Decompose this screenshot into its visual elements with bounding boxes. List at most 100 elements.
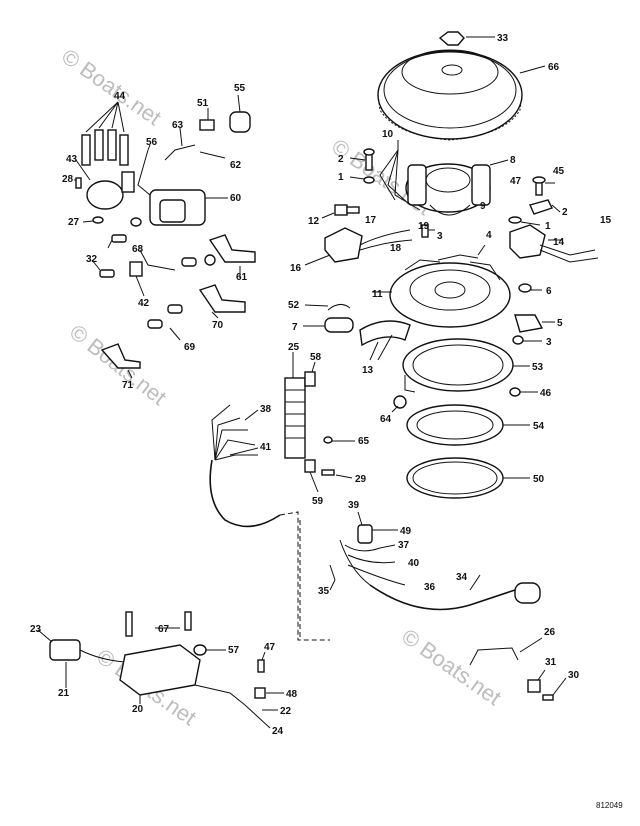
lower-harness — [329, 511, 541, 611]
grommet — [193, 644, 226, 656]
washer — [349, 176, 375, 184]
callout-label: 22 — [280, 706, 292, 717]
stator-assembly — [405, 159, 509, 216]
screw — [512, 335, 542, 345]
callout-label: 26 — [544, 627, 556, 638]
callout-label: 66 — [548, 62, 560, 73]
callout-label: 23 — [30, 624, 42, 635]
power-coil — [509, 224, 599, 263]
screw — [321, 469, 353, 479]
callout-label: 68 — [132, 244, 144, 255]
clamp — [129, 261, 145, 297]
screw — [509, 387, 538, 397]
callout-label: 3 — [546, 337, 552, 348]
callout-label: 25 — [288, 342, 300, 353]
callout-label: 29 — [355, 474, 367, 485]
screw — [542, 677, 567, 701]
retainer — [406, 404, 530, 446]
callout-label: 59 — [312, 496, 324, 507]
clamp — [304, 459, 319, 493]
screw — [518, 283, 542, 293]
callout-label: 32 — [86, 254, 98, 265]
bracket — [137, 144, 151, 196]
callout-label: 42 — [138, 298, 150, 309]
screw — [391, 395, 407, 413]
callout-label: 38 — [260, 404, 272, 415]
callout-label: 69 — [184, 342, 196, 353]
ground-strap — [130, 217, 176, 271]
callout-label: 1 — [545, 221, 551, 232]
callout-label: 60 — [230, 193, 242, 204]
callout-label: 20 — [132, 704, 144, 715]
sleeve — [359, 320, 411, 361]
callout-label: 34 — [456, 572, 468, 583]
callout-label: 3 — [437, 231, 443, 242]
callout-label: 27 — [68, 217, 80, 228]
screw — [74, 177, 82, 189]
ring — [406, 457, 530, 499]
spark-plug-lead — [147, 304, 183, 341]
callout-label: 50 — [533, 474, 545, 485]
callout-label: 40 — [408, 558, 420, 569]
callout-label: 16 — [290, 263, 302, 274]
callout-label: 51 — [197, 98, 209, 109]
ignition-coil — [149, 189, 228, 226]
coil-lead — [164, 127, 226, 161]
boot — [303, 317, 354, 333]
callout-label: 1 — [338, 172, 344, 183]
harness-clip — [469, 637, 543, 666]
callout-label: 4 — [486, 230, 492, 241]
callout-label: 48 — [286, 689, 298, 700]
callout-label: 63 — [172, 120, 184, 131]
screw — [349, 148, 375, 171]
callout-labels: 33 66 10 8 2 1 47 45 2 1 12 17 18 19 9 3… — [30, 33, 612, 737]
diagram-code: 812049 — [596, 801, 623, 810]
callout-label: 24 — [272, 726, 284, 737]
callout-label: 37 — [398, 540, 410, 551]
callout-label: 44 — [114, 91, 126, 102]
callout-label: 5 — [557, 318, 563, 329]
callout-label: 47 — [510, 176, 522, 187]
callout-label: 65 — [358, 436, 370, 447]
stator-leads — [379, 140, 421, 211]
spark-plug-boot — [100, 343, 141, 379]
callout-label: 56 — [146, 137, 158, 148]
callout-label: 57 — [228, 645, 240, 656]
callout-label: 14 — [553, 237, 565, 248]
connector — [181, 254, 216, 267]
callout-label: 15 — [600, 215, 612, 226]
callout-label: 17 — [365, 215, 377, 226]
callout-label: 10 — [382, 129, 394, 140]
callout-label: 21 — [58, 688, 70, 699]
callout-label: 30 — [568, 670, 580, 681]
callout-label: 41 — [260, 442, 272, 453]
callout-label: 62 — [230, 160, 242, 171]
callout-label: 43 — [66, 154, 78, 165]
callout-label: 64 — [380, 414, 392, 425]
screw — [107, 234, 127, 249]
callout-label: 61 — [236, 272, 248, 283]
connector-cap — [304, 361, 316, 387]
callout-label: 47 — [264, 642, 276, 653]
bracket — [529, 199, 561, 215]
support-plate — [402, 338, 530, 393]
wire-harness — [209, 404, 281, 528]
bracket — [514, 314, 555, 333]
screw — [321, 204, 360, 219]
callout-label: 12 — [308, 216, 320, 227]
callout-label: 39 — [348, 500, 360, 511]
callout-label: 49 — [400, 526, 412, 537]
screw — [421, 224, 435, 238]
callout-label: 33 — [497, 33, 509, 44]
screw — [91, 259, 115, 278]
washer — [82, 216, 104, 224]
routing-line — [279, 511, 330, 641]
callout-label: 46 — [540, 388, 552, 399]
callout-label: 54 — [533, 421, 545, 432]
callout-label: 19 — [418, 221, 430, 232]
callout-label: 2 — [338, 154, 344, 165]
callout-label: 53 — [532, 362, 544, 373]
callout-label: 9 — [480, 201, 486, 212]
callout-label: 35 — [318, 586, 330, 597]
